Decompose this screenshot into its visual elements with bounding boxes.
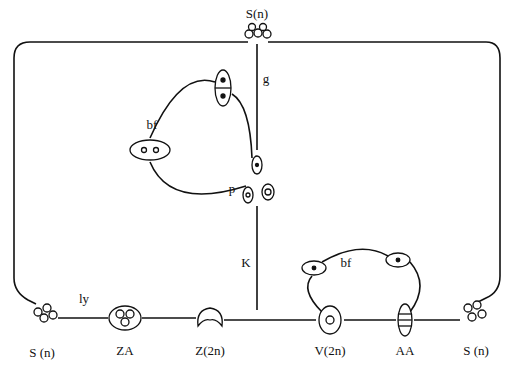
stage-label: ZA	[116, 344, 133, 357]
stage-label: p	[229, 182, 236, 195]
stage-label: AA	[396, 344, 415, 357]
stage-label: g	[263, 72, 270, 85]
stage-label: bf	[341, 256, 352, 269]
stage-label: bf	[147, 118, 158, 131]
stage-label: V(2n)	[314, 344, 345, 357]
stage-label: ly	[79, 292, 89, 305]
stage-label: Z(2n)	[195, 344, 225, 357]
stage-label: S(n)	[246, 7, 268, 20]
stage-label: K	[241, 256, 250, 269]
stage-label: S (n)	[463, 344, 489, 357]
stage-label: S (n)	[29, 346, 55, 359]
